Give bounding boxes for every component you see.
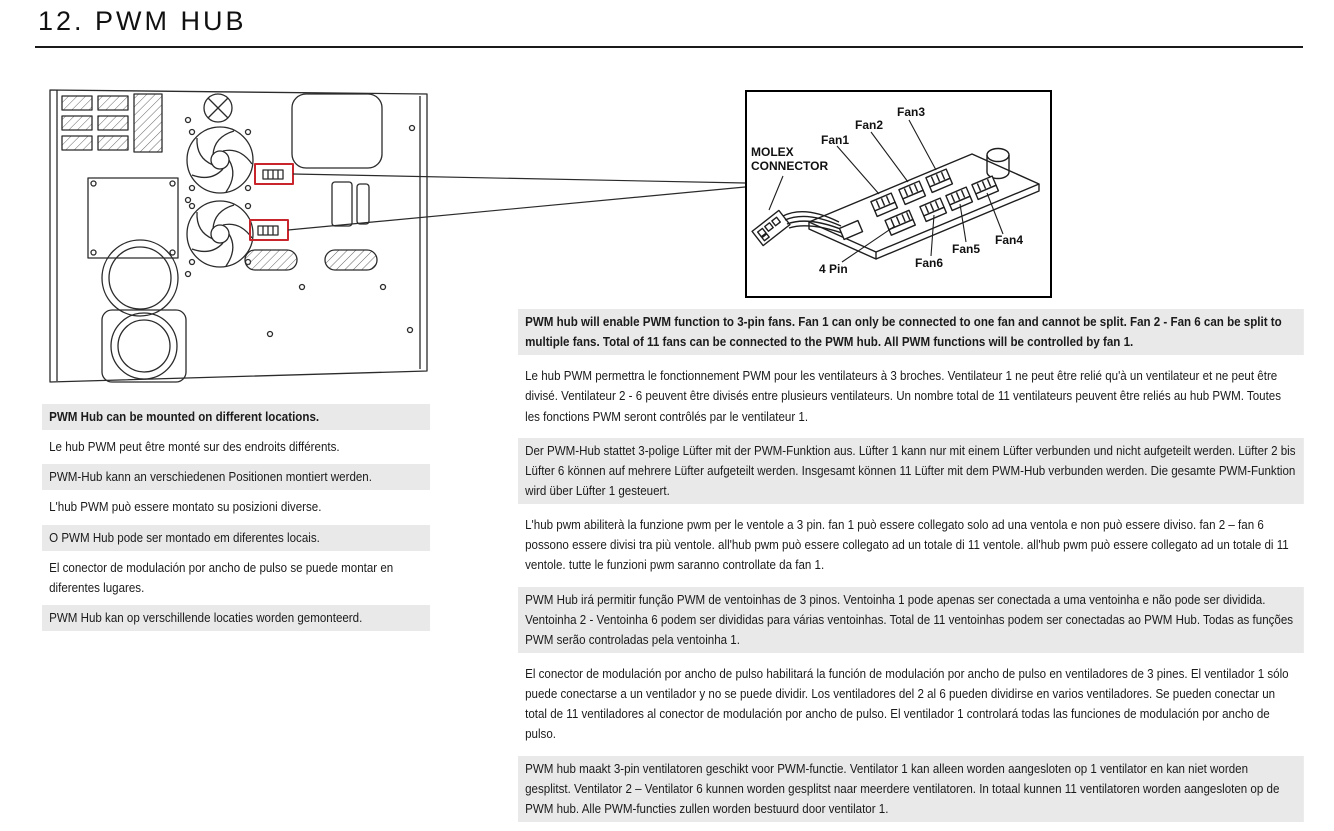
hub-location-highlight-1 bbox=[254, 163, 294, 185]
four-pin-label: 4 Pin bbox=[819, 262, 848, 276]
mounting-note-pt: O PWM Hub pode ser montado em diferentes… bbox=[42, 524, 431, 551]
mounting-note-es: El conector de modulación por ancho de p… bbox=[49, 559, 394, 595]
pwm-descriptions: PWM hub will enable PWM function to 3-pi… bbox=[518, 309, 1304, 822]
mounting-note-it: L'hub PWM può essere montato su posizion… bbox=[49, 499, 322, 515]
molex-connector-label-line1: MOLEX bbox=[751, 145, 794, 159]
fan3-label: Fan3 bbox=[897, 105, 925, 119]
pwm-description-nl: PWM hub maakt 3-pin ventilatoren geschik… bbox=[518, 755, 1304, 822]
molex-pcb-header bbox=[838, 219, 864, 241]
fan1-header bbox=[870, 192, 899, 218]
label-leader-lines bbox=[768, 119, 1004, 263]
pwm-hub-art: MOLEX CONNECTOR Fan1 Fan2 Fan3 Fan4 Fan5… bbox=[751, 105, 1040, 276]
molex-connector-art bbox=[751, 209, 846, 247]
cable-slot-2 bbox=[356, 183, 370, 225]
rear-fan-bottom bbox=[186, 200, 254, 268]
bottom-fan-cutout-1 bbox=[101, 239, 179, 317]
page-title: 12. PWM HUB bbox=[38, 6, 247, 36]
pwm-description-es: El conector de modulación por ancho de p… bbox=[525, 665, 1289, 742]
molex-connector-label-line2: CONNECTOR bbox=[751, 159, 828, 173]
hub-location-highlight-2 bbox=[249, 219, 289, 241]
diagram-labels: MOLEX CONNECTOR Fan1 Fan2 Fan3 Fan4 Fan5… bbox=[751, 105, 1023, 276]
fan6-label: Fan6 bbox=[915, 256, 943, 270]
fan1-label: Fan1 bbox=[821, 133, 849, 147]
psu-bracket bbox=[87, 177, 179, 259]
pwm-description-it: L'hub pwm abiliterà la funzione pwm per … bbox=[525, 517, 1289, 573]
pwm-description-en: PWM hub will enable PWM function to 3-pi… bbox=[518, 309, 1304, 356]
oval-vent-2 bbox=[324, 249, 378, 271]
fan4-label: Fan4 bbox=[995, 233, 1023, 247]
mounting-note-fr: Le hub PWM peut être monté sur des endro… bbox=[49, 439, 340, 455]
mounting-notes-list: PWM Hub can be mounted on different loca… bbox=[42, 404, 431, 632]
fan5-label: Fan5 bbox=[952, 242, 980, 256]
screw-holes bbox=[184, 116, 416, 338]
fan2-header bbox=[898, 180, 927, 206]
fan2-label: Fan2 bbox=[855, 118, 883, 132]
fan4-header bbox=[971, 175, 1000, 201]
pwm-hub-diagram: MOLEX CONNECTOR Fan1 Fan2 Fan3 Fan4 Fan5… bbox=[745, 90, 1052, 298]
cable-grommet bbox=[291, 93, 383, 169]
case-outline bbox=[49, 89, 428, 383]
pwm-description-fr: Le hub PWM permettra le fonctionnement P… bbox=[525, 368, 1282, 424]
mounting-note-de: PWM-Hub kann an verschiedenen Positionen… bbox=[42, 464, 431, 491]
oval-vent-1 bbox=[244, 249, 298, 271]
top-vent bbox=[203, 93, 233, 123]
rear-fan-top bbox=[186, 126, 254, 194]
capacitor bbox=[986, 147, 1010, 180]
expansion-slot-covers bbox=[61, 93, 163, 153]
fan6-header bbox=[919, 197, 948, 223]
fan3-header bbox=[925, 168, 954, 194]
fan5-header bbox=[945, 186, 974, 212]
pwm-description-pt: PWM Hub irá permitir função PWM de vento… bbox=[518, 586, 1304, 653]
bottom-fan-cutout-2 bbox=[101, 309, 187, 383]
pwm-description-de: Der PWM-Hub stattet 3-polige Lüfter mit … bbox=[518, 437, 1304, 505]
four-pin-header bbox=[884, 209, 916, 236]
case-rear-drawing bbox=[49, 89, 428, 383]
mounting-note-en: PWM Hub can be mounted on different loca… bbox=[42, 404, 431, 431]
cable-slot-1 bbox=[331, 181, 353, 227]
title-divider bbox=[35, 46, 1303, 48]
mounting-note-nl: PWM Hub kan op verschillende locaties wo… bbox=[42, 604, 431, 632]
